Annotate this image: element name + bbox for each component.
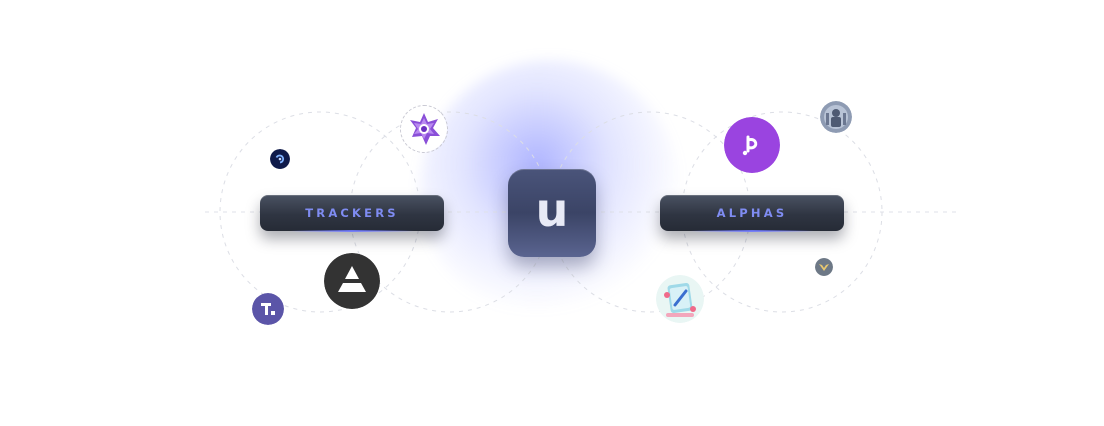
trackers-label: TRACKERS (305, 206, 399, 220)
center-logo: u (508, 169, 596, 257)
triangle-token-icon (324, 253, 380, 309)
center-logo-letter: u (535, 183, 569, 237)
purple-star-token-icon (400, 105, 448, 153)
tr-token-icon (252, 293, 284, 325)
dark-swirl-token-icon (270, 149, 290, 169)
bird-badge-icon (815, 258, 833, 276)
alphas-label: ALPHAS (716, 206, 788, 220)
purple-flower-token-icon (724, 117, 780, 173)
statue-avatar-icon (820, 101, 852, 133)
alphas-pill[interactable]: ALPHAS (660, 195, 844, 232)
pencil-sticker-avatar-icon (656, 275, 704, 323)
trackers-pill[interactable]: TRACKERS (260, 195, 444, 232)
